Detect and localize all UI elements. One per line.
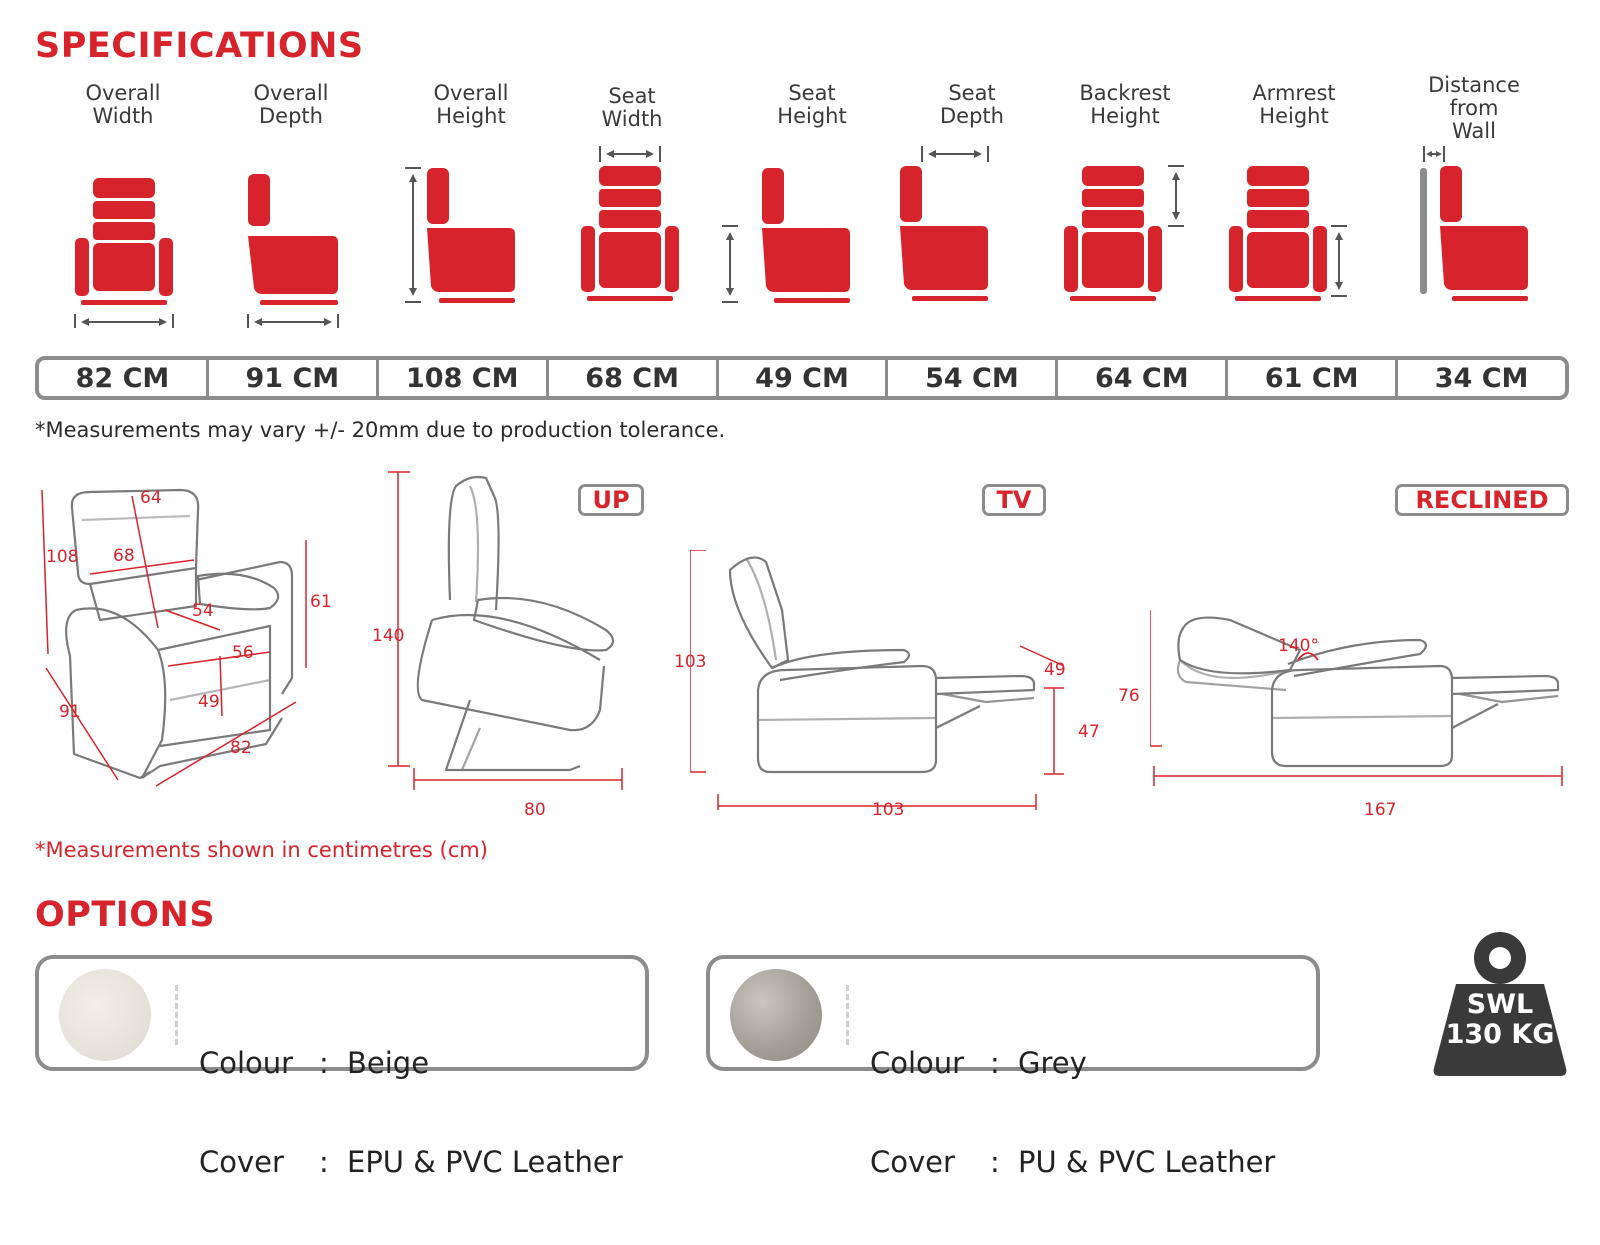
dim-iso-width: 82: [230, 738, 252, 758]
side-chair-height-icon: [405, 167, 515, 303]
tolerance-note: *Measurements may vary +/- 20mm due to p…: [35, 418, 726, 442]
value-backrest-height: 64 CM: [1058, 360, 1229, 396]
colon: :: [319, 1145, 329, 1179]
side-chair-seat-depth-icon: [900, 146, 989, 301]
swl-label: SWL 130 KG: [1430, 990, 1570, 1050]
value-overall-width: 82 CM: [39, 360, 209, 396]
dim-up-height: 140: [372, 626, 405, 646]
side-chair-depth-icon: [247, 174, 339, 328]
beige-swatch: [59, 969, 151, 1061]
swl-line2: 130 KG: [1445, 1019, 1555, 1050]
dim-iso-depth: 91: [59, 702, 81, 722]
units-note: *Measurements shown in centimetres (cm): [35, 838, 488, 862]
option-card-grey[interactable]: Colour: Grey Cover: PU & PVC Leather: [706, 955, 1320, 1179]
dim-iso-seat-height: 49: [198, 692, 220, 712]
cover-key: Cover: [870, 1145, 955, 1179]
badge-up: UP: [578, 484, 644, 516]
badge-reclined: RECLINED: [1395, 484, 1569, 516]
badge-tv: TV: [982, 484, 1046, 516]
front-chair-width-icon: [74, 178, 174, 328]
spec-values-bar: 82 CM 91 CM 108 CM 68 CM 49 CM 54 CM 64 …: [35, 356, 1569, 400]
colour-value: Beige: [347, 1046, 430, 1080]
colon: :: [319, 1046, 329, 1080]
option-text-beige: Colour: Beige Cover: EPU & PVC Leather: [199, 981, 623, 1245]
up-position-diagram: [388, 471, 623, 790]
option-separator: [175, 985, 178, 1045]
value-seat-depth: 54 CM: [888, 360, 1059, 396]
dim-reclined-height: 76: [1118, 686, 1140, 706]
wall-distance-icon: [1420, 146, 1528, 301]
front-chair-backrest-height-icon: [1064, 165, 1184, 301]
cover-value: PU & PVC Leather: [1018, 1145, 1276, 1179]
value-seat-width: 68 CM: [549, 360, 719, 396]
tv-position-diagram: [690, 550, 1065, 810]
colon: :: [990, 1145, 1000, 1179]
cover-key: Cover: [199, 1145, 284, 1179]
cover-value: EPU & PVC Leather: [347, 1145, 623, 1179]
dim-tv-width: 103: [872, 800, 905, 820]
reclined-position-diagram: [1150, 610, 1563, 786]
colour-key: Colour: [199, 1046, 294, 1080]
dim-up-width: 80: [524, 800, 546, 820]
colour-key: Colour: [870, 1046, 965, 1080]
dim-iso-seat-width: 68: [113, 546, 135, 566]
options-title: OPTIONS: [35, 895, 216, 935]
dim-iso-seat-depth: 54: [192, 601, 214, 621]
option-separator: [846, 985, 849, 1045]
specifications-title: SPECIFICATIONS: [35, 26, 364, 66]
colour-value: Grey: [1018, 1046, 1087, 1080]
grey-swatch: [730, 969, 822, 1061]
value-seat-height: 49 CM: [719, 360, 889, 396]
front-chair-armrest-height-icon: [1229, 166, 1347, 301]
dim-reclined-angle: 140°: [1278, 636, 1319, 656]
swl-line1: SWL: [1466, 989, 1534, 1020]
option-text-grey: Colour: Grey Cover: PU & PVC Leather: [870, 981, 1275, 1245]
value-overall-height: 108 CM: [379, 360, 549, 396]
value-armrest-height: 61 CM: [1228, 360, 1399, 396]
weight-icon: [1433, 932, 1567, 1076]
dim-iso-height: 108: [46, 547, 79, 567]
side-chair-seat-height-icon: [722, 168, 850, 303]
front-chair-seat-width-icon: [581, 146, 679, 301]
value-distance-from-wall: 34 CM: [1434, 362, 1529, 394]
option-card-beige[interactable]: Colour: Beige Cover: EPU & PVC Leather: [35, 955, 649, 1179]
colon: :: [990, 1046, 1000, 1080]
dim-iso-depth-inner: 56: [232, 643, 254, 663]
dim-tv-footrest-height: 47: [1078, 722, 1100, 742]
isometric-chair-diagram: [41, 488, 307, 787]
dim-tv-footrest: 49: [1044, 660, 1066, 680]
value-overall-depth: 91 CM: [209, 360, 379, 396]
dim-iso-arm-height: 61: [310, 592, 332, 612]
dim-iso-headrest: 64: [140, 488, 162, 508]
dim-reclined-width: 167: [1364, 800, 1397, 820]
dim-tv-height: 103: [674, 652, 707, 672]
